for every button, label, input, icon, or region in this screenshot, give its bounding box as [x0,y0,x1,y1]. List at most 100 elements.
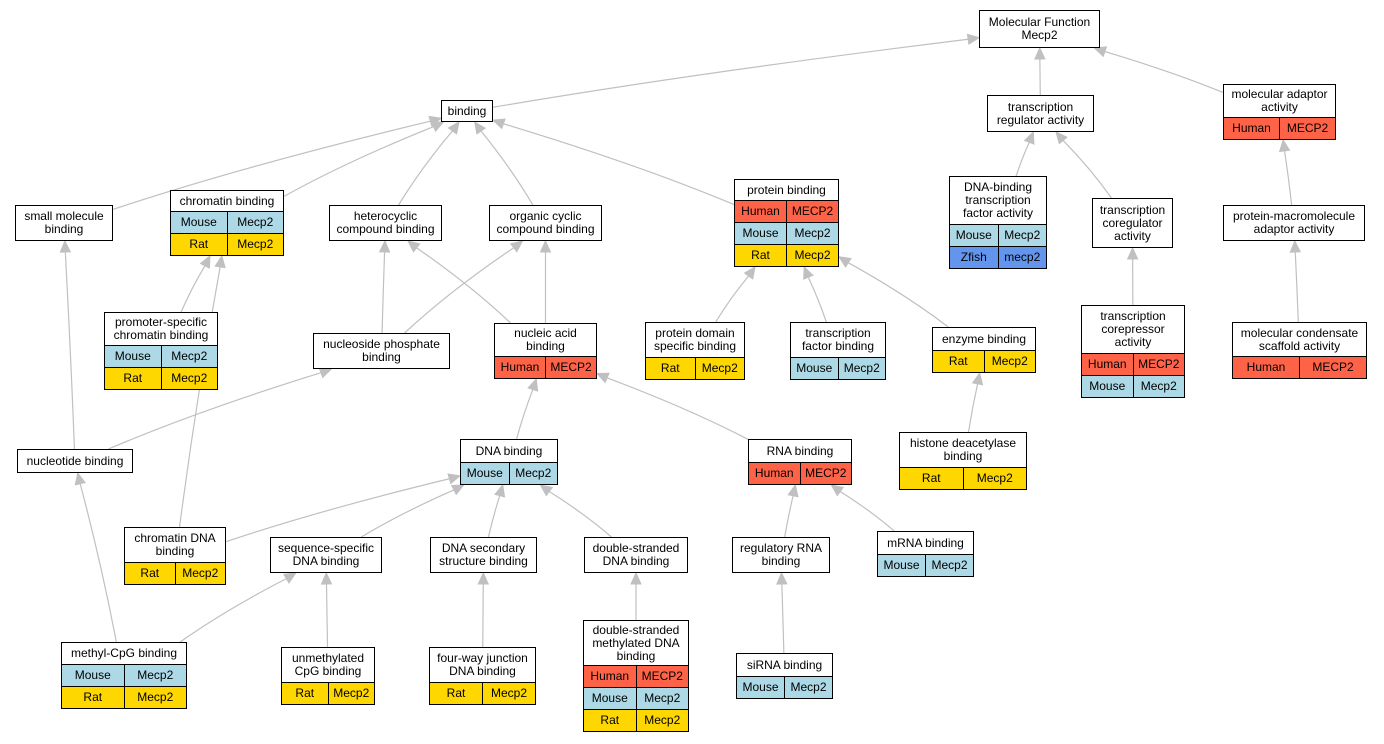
gene-cell: Mecp2 [482,683,535,704]
gene-cell: Mecp2 [174,563,226,584]
edge-mcpg-to-ntb [79,483,117,643]
node-ntb: nucleotide binding [17,449,133,473]
node-title-line: factor activity [962,206,1034,220]
species-cell: Mouse [591,691,628,705]
edge-arrowhead [214,254,226,269]
node-title: protein binding [735,180,838,200]
edge-arrowhead [1055,131,1068,145]
edge-arrowhead [776,571,788,585]
node-title: mRNA binding [878,532,973,554]
edge-dsdb-to-dnab [548,490,612,538]
node-title-line: binding [943,449,983,463]
node-title-line: double-stranded [592,622,680,637]
gene-cell: Mecp2 [123,665,187,686]
edge-chb-to-binding [283,126,434,197]
node-title-line: histone deacetylase [909,436,1017,450]
edge-pscb-to-chb [180,265,206,313]
species-cell: Human [1087,357,1127,371]
node-title-line: promoter-specific [114,315,208,329]
node-title: chromatin binding [171,191,283,211]
edge-arrowhead [430,121,445,133]
node-title-line: DNA secondary [441,541,526,555]
gene-cell: MECP2 [545,357,596,378]
node-title-line: organic cyclic [509,209,582,223]
species-cell: Mouse [955,228,992,242]
edge-hcb-to-binding [398,130,453,206]
node-title-line: activity [1114,228,1151,243]
node-title-line: sequence-specific [277,541,375,555]
gene-cell: Mecp2 [983,351,1036,372]
edge-arrowhead [1034,46,1046,60]
species-cell: Rat [189,237,209,251]
edge-arrowhead [539,239,552,253]
node-binding: binding [441,100,493,122]
species-cell: Rat [660,361,680,375]
node-title-line: binding [362,350,401,364]
node-title-line: binding [526,339,565,353]
node-title-line: Mecp2 [1021,28,1058,42]
species-cell: Human [590,669,630,683]
species-cell: Human [754,466,794,480]
node-title-line: DNA-binding [963,180,1033,194]
edge-arrowhead [1023,130,1035,145]
edge-arrowhead [787,483,799,498]
node-title-line: enzyme binding [941,331,1027,346]
node-title-line: structure binding [439,554,528,568]
node-title-line: binding [761,554,801,568]
node-title-line: methyl-CpG binding [70,646,178,660]
species-cell: Mouse [883,558,920,572]
node-title-line: DNA binding [292,554,360,568]
node-title-line: nucleic acid [514,326,577,340]
edge-hdb-to-enzb [967,383,979,433]
edge-rnab-to-nab [606,377,749,440]
node-title-line: compound binding [496,222,595,236]
edge-arrowhead [509,240,524,253]
species-cell: Rat [83,690,103,704]
node-title-line: heterocyclic [353,209,418,223]
edge-arrowhead [477,571,490,585]
node-title-line: small molecule [24,209,104,223]
edge-cdna-to-dnab [225,478,450,543]
node-title: nucleotide binding [18,450,132,472]
edge-arrowhead [282,572,297,584]
gene-cell: Mecp2 [786,245,838,266]
node-title-line: factor binding [801,339,875,353]
edge-ocb-to-binding [480,130,534,206]
node-title-line: protein-macromolecule [1232,209,1356,223]
species-cell: Human [741,204,780,218]
node-title-line: regulator activity [996,112,1085,127]
gene-cell: Mecp2 [160,368,218,389]
